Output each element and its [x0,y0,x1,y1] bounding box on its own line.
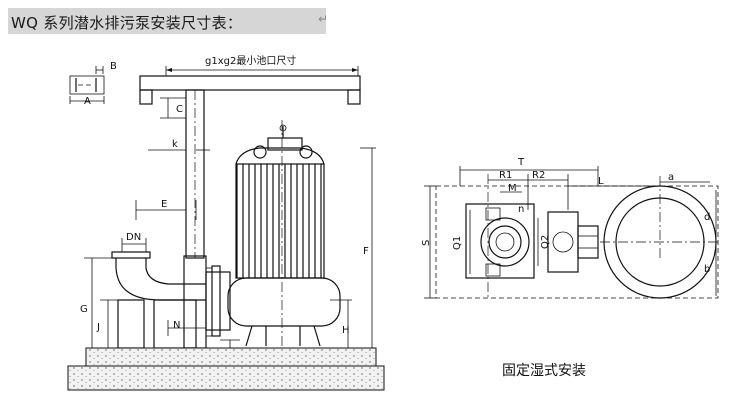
label-d: d [704,212,710,223]
page-title: WQ 系列潜水排污泵安装尺寸表： [11,14,243,32]
label-L: L [598,176,604,187]
bracket-detail [69,66,105,104]
label-b: b [704,264,710,275]
paragraph-mark-icon: ↵ [318,12,329,26]
concrete-floor [67,347,385,391]
title-bar: WQ 系列潜水排污泵安装尺寸表： [8,8,326,34]
label-E: E [161,199,167,210]
label-DN: DN [126,232,141,243]
label-g1xg2: g1xg2最小池口尺寸 [205,54,296,67]
label-G: G [80,304,88,315]
label-R2: R2 [532,170,545,181]
side-elevation-view: B A g1xg2最小池口尺寸 C k E [67,54,385,391]
label-n: n [518,204,524,215]
label-M: M [508,183,517,194]
label-A: A [84,96,91,107]
pump-flange-plate [465,203,535,279]
label-J: J [96,322,100,333]
label-C: C [176,104,183,115]
label-R1: R1 [499,170,512,181]
pump-body [205,120,341,360]
label-Q1: Q1 [452,236,463,250]
label-k: k [172,139,178,150]
label-F: F [363,246,369,257]
label-S: S [421,240,432,246]
label-H: H [342,325,350,336]
guide-rail [135,89,210,259]
label-T: T [517,157,525,168]
label-N: N [173,320,180,331]
label-a: a [668,172,674,183]
discharge-flange [547,211,579,273]
label-B: B [110,61,117,72]
plan-view: T R1 R2 M L a n Q1 Q2 [421,157,719,379]
discharge-elbow [111,238,206,349]
pit-cover [139,66,361,105]
diagram-caption: 固定湿式安装 [502,363,586,379]
coupling-seat [183,255,212,349]
label-Q2: Q2 [540,235,551,249]
